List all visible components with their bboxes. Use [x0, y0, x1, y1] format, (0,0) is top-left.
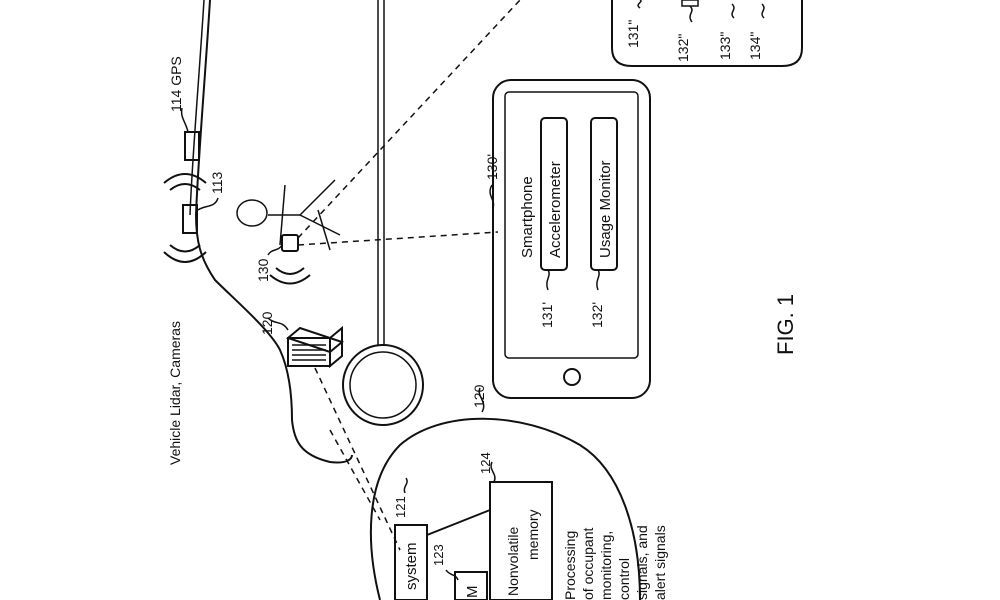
- occupant-head: [236, 199, 268, 227]
- ref-130p: 130': [484, 154, 500, 180]
- wheel-outer: [342, 344, 424, 426]
- ref-120-detail: 120: [471, 384, 487, 408]
- lidar-signal-waves: [163, 173, 207, 263]
- m-label: M: [464, 586, 481, 599]
- smartphone-title: Smartphone: [519, 176, 536, 258]
- ref-113-leader: [197, 197, 219, 211]
- lidar-label: Vehicle Lidar, Cameras: [167, 321, 183, 465]
- smartphone-home-button: [563, 368, 581, 386]
- nonvolatile-label-2: memory: [525, 509, 541, 560]
- ref-121: 121: [393, 496, 408, 518]
- occupant-body: [268, 179, 341, 251]
- system-label: system: [403, 542, 420, 590]
- ref-132pp: 132": [675, 34, 691, 62]
- ref-130-leader: [267, 244, 283, 256]
- processing-description: Processing of occupant monitoring, contr…: [562, 525, 668, 600]
- dashed-phone-to-smartphone: [297, 231, 499, 246]
- ref-113: 113: [209, 171, 225, 194]
- occupant-phone: [281, 234, 299, 252]
- gps-unit: [184, 131, 200, 161]
- lidar-unit: [182, 204, 198, 234]
- usage-monitor-label: Usage Monitor: [597, 160, 614, 258]
- ref-120-detail-leader: [478, 387, 485, 413]
- phone-signal-waves: [269, 267, 311, 285]
- accelerometer-label: Accelerometer: [547, 161, 564, 258]
- accelerometer-module: [540, 117, 568, 271]
- ref-132pp-leader: [689, 5, 693, 23]
- ref-132p-leader: [596, 269, 600, 291]
- ref-130p-leader: [489, 184, 495, 209]
- svg-text:alert signals: alert signals: [652, 525, 668, 600]
- ref-121-leader: [403, 477, 408, 494]
- ref-123: 123: [431, 544, 446, 566]
- usage-monitor-module: [590, 117, 618, 271]
- smartwatch-device: [611, 0, 803, 67]
- svg-text:signals, and: signals, and: [634, 525, 650, 600]
- svg-text:Processing: Processing: [562, 531, 578, 600]
- svg-text:control: control: [616, 558, 632, 600]
- m-module: [454, 571, 488, 600]
- ref-133pp: 133": [717, 32, 733, 60]
- ref-120-vehicle-leader: [267, 317, 289, 331]
- ref-120-vehicle: 120: [259, 311, 275, 335]
- ref-131pp: 131": [625, 20, 641, 48]
- gps-label: 114 GPS: [168, 56, 184, 112]
- figure-label: FIG. 1: [773, 294, 798, 355]
- svg-text:monitoring,: monitoring,: [598, 531, 614, 600]
- vehicle-body-outline: [194, 0, 353, 464]
- ref-134pp-leader: [761, 3, 765, 19]
- ref-123-leader: [445, 569, 459, 581]
- nonvolatile-memory-module: [489, 481, 553, 600]
- smartwatch-module-1: [681, 0, 699, 7]
- ref-130: 130: [255, 258, 271, 282]
- ref-132p: 132': [589, 302, 605, 328]
- dashed-phone-to-watch: [297, 0, 521, 239]
- ref-133pp-leader: [731, 3, 735, 19]
- system-module: [394, 524, 428, 600]
- ref-124: 124: [478, 452, 493, 474]
- system-to-nonvolatile-link: [426, 509, 491, 536]
- nonvolatile-label-1: Nonvolatile: [505, 527, 521, 596]
- smartphone-device: [492, 79, 651, 399]
- detail-circle: [369, 417, 641, 600]
- vehicle-body-inner: [189, 0, 205, 216]
- ref-131pp-leader: [637, 0, 642, 9]
- gps-leader: [180, 107, 189, 133]
- ref-131p: 131': [539, 302, 555, 328]
- ref-131p-leader: [546, 269, 550, 291]
- vehicle-computer: [285, 325, 345, 369]
- dashed-computer-to-detail: [314, 367, 401, 551]
- wheel-inner: [349, 351, 417, 419]
- smartphone-screen: [504, 91, 639, 359]
- svg-text:of occupant: of occupant: [580, 528, 596, 600]
- ref-124-leader: [490, 461, 496, 483]
- ref-134pp: 134": [747, 32, 763, 60]
